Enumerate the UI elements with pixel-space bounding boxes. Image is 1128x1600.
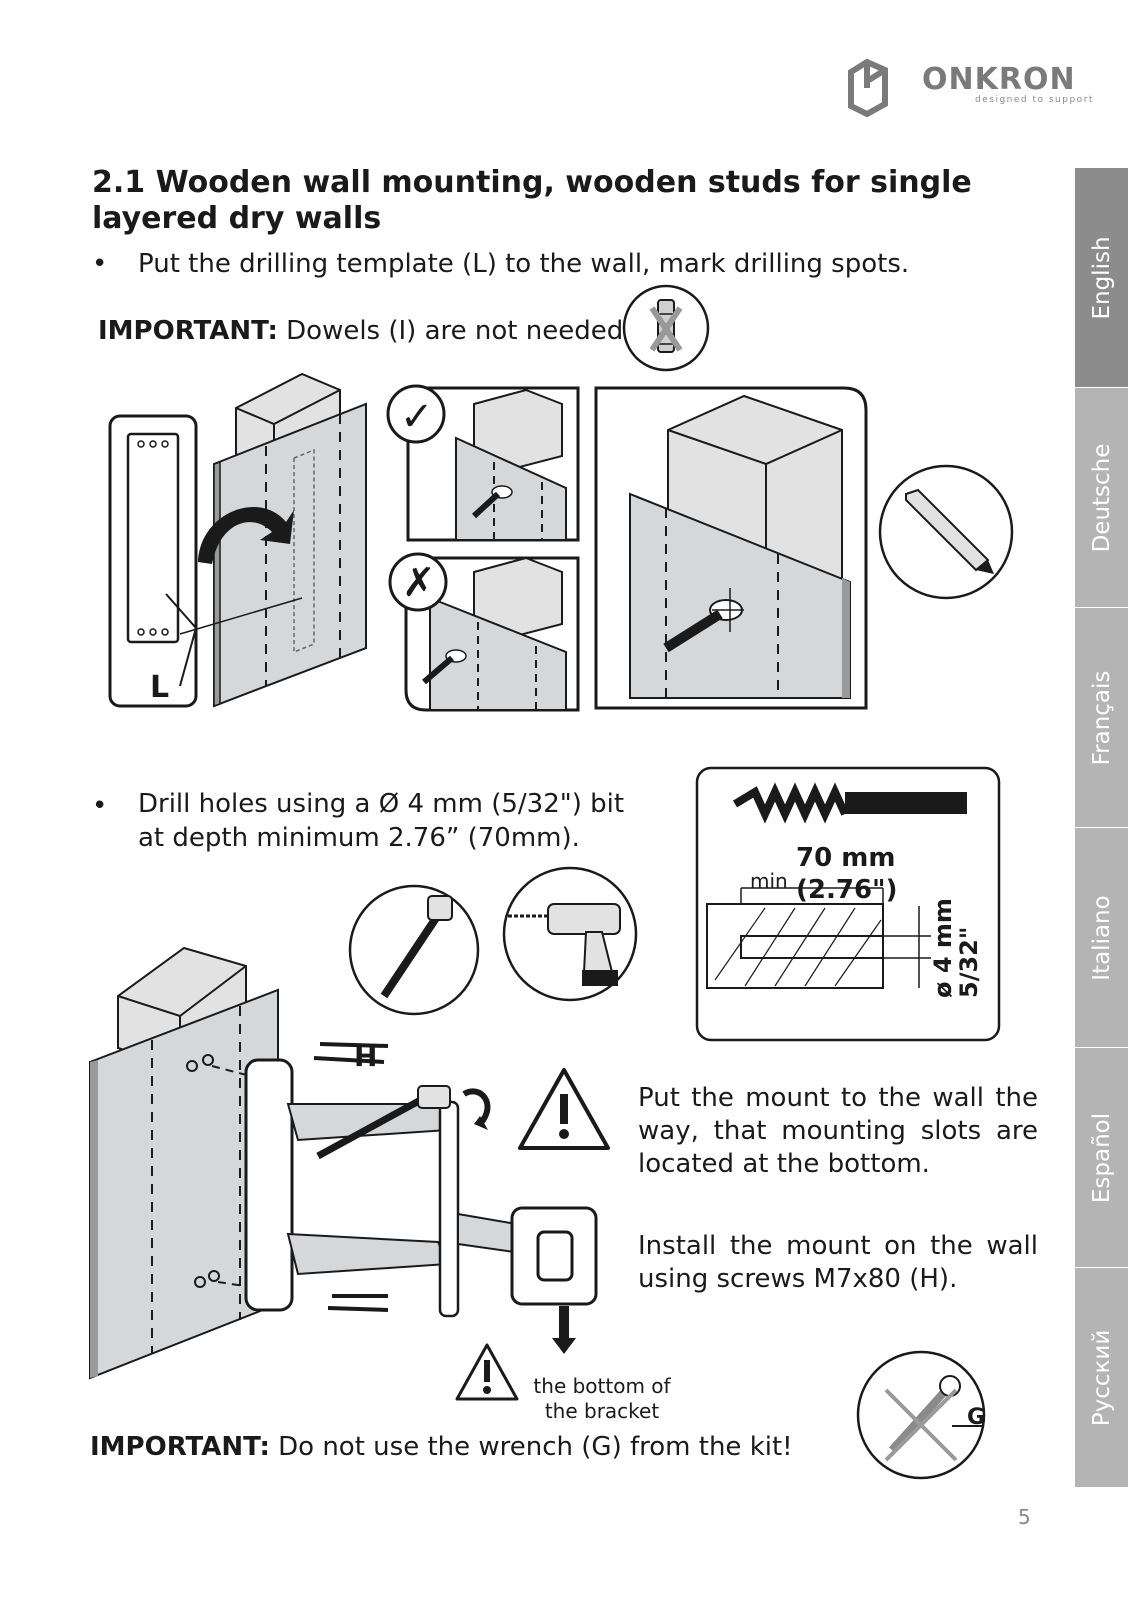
- tab-italiano[interactable]: Italiano: [1075, 828, 1128, 1048]
- warning-icon: [518, 1068, 610, 1150]
- important-text: Dowels (I) are not needed!: [277, 316, 634, 346]
- tab-english[interactable]: English: [1075, 168, 1128, 388]
- language-tabs: English Deutsche Français Italiano Españ…: [1075, 168, 1128, 1498]
- drill-diameter-mm: ø 4 mm: [929, 898, 957, 998]
- dowel-crossed-icon: [622, 284, 710, 372]
- power-drill-icon: [502, 866, 638, 1002]
- wall-marking-closeup-illustration: [594, 386, 868, 710]
- tab-label: English: [1088, 235, 1115, 320]
- bracket-bottom-label: the bottom of the bracket: [533, 1374, 671, 1423]
- correct-marking-illustration: [386, 384, 580, 542]
- drill-depth-min: min: [750, 869, 788, 893]
- tab-label: Русский: [1088, 1329, 1115, 1426]
- wall-stud-illustration: [179, 372, 367, 708]
- step2-text: Drill holes using a Ø 4 mm (5/32") bit a…: [138, 789, 625, 853]
- pencil-icon: [878, 464, 1014, 600]
- check-icon: ✓: [400, 394, 434, 440]
- bullet-2: •: [92, 791, 108, 821]
- tab-deutsche[interactable]: Deutsche: [1075, 388, 1128, 608]
- tab-russian[interactable]: Русский: [1075, 1268, 1128, 1488]
- brand-tagline: designed to support: [975, 95, 1094, 105]
- important-note-dowels: IMPORTANT: Dowels (I) are not needed!: [98, 316, 634, 346]
- tab-label: Français: [1088, 670, 1115, 765]
- drill-depth-inches: (2.76"): [796, 875, 898, 905]
- important2-text: Do not use the wrench (G) from the kit!: [269, 1432, 793, 1462]
- important-note-wrench: IMPORTANT: Do not use the wrench (G) fro…: [90, 1432, 793, 1462]
- important-label: IMPORTANT:: [98, 316, 278, 346]
- tab-label: Deutsche: [1088, 443, 1115, 552]
- mount-orientation-text: Put the mount to the wall the way, that …: [638, 1083, 1038, 1179]
- drill-diameter-inches: 5/32": [955, 926, 983, 998]
- drilling-template-illustration: [108, 414, 198, 708]
- mount-installation-illustration: [89, 946, 598, 1380]
- small-warning-icon: [455, 1343, 519, 1401]
- onkron-logo-icon: [848, 58, 888, 118]
- screws-label: H: [354, 1040, 378, 1073]
- section-title: 2.1 Wooden wall mounting, wooden studs f…: [92, 165, 972, 236]
- incorrect-marking-illustration: [388, 552, 580, 712]
- step1-text: Put the drilling template (L) to the wal…: [138, 249, 910, 279]
- wrench-label: G: [967, 1405, 986, 1430]
- tab-label: Italiano: [1088, 894, 1115, 981]
- tab-espanol[interactable]: Español: [1075, 1048, 1128, 1268]
- page-number: 5: [1018, 1505, 1031, 1529]
- install-screws-text: Install the mount on the wall using scre…: [638, 1231, 1038, 1294]
- drill-depth-diagram: [695, 766, 1001, 1042]
- drill-depth-value: 70 mm: [796, 843, 896, 873]
- tab-francais[interactable]: Français: [1075, 608, 1128, 828]
- socket-wrench-icon: [348, 884, 480, 1016]
- template-label: L: [150, 670, 170, 705]
- brand-name: ONKRON: [922, 62, 1076, 97]
- important2-label: IMPORTANT:: [90, 1432, 270, 1462]
- tab-label: Español: [1088, 1112, 1115, 1203]
- bullet-1: •: [92, 249, 108, 279]
- wrench-crossed-icon: [856, 1350, 986, 1480]
- cross-icon: ✗: [402, 560, 436, 606]
